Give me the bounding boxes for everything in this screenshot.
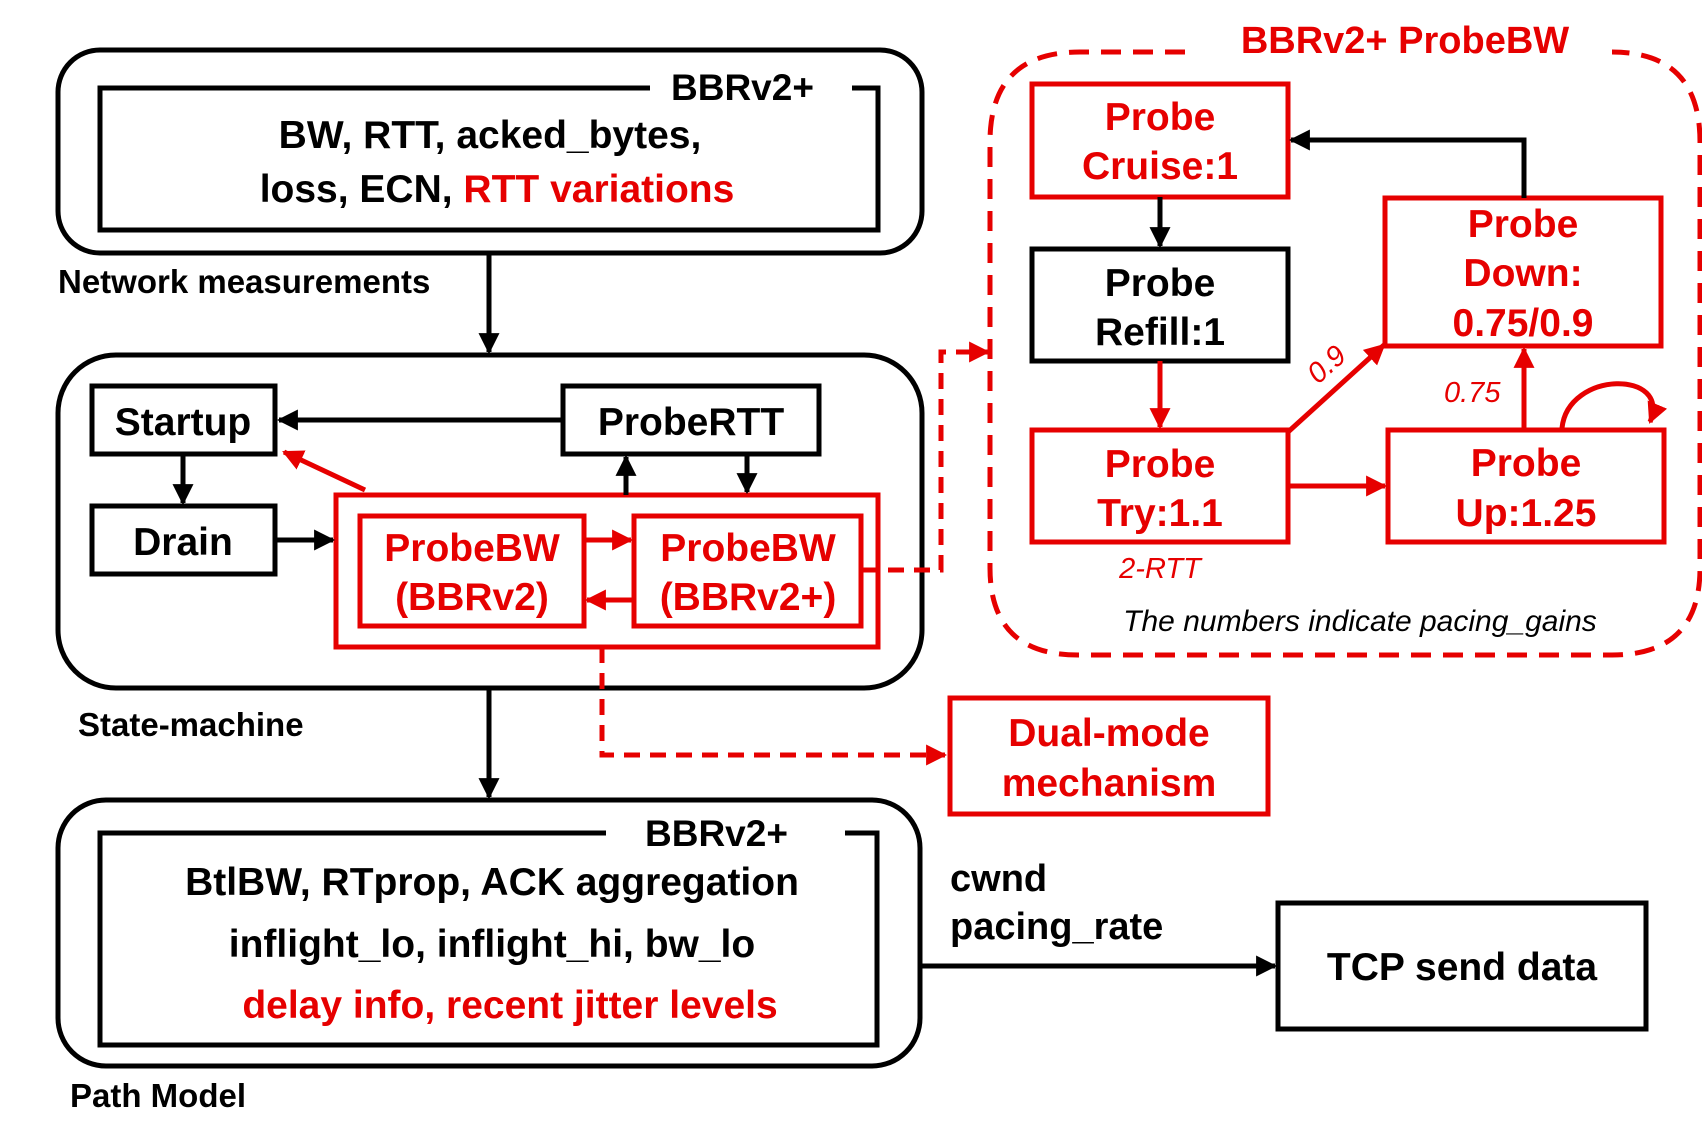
- arrow-up-self-loop: [1559, 381, 1668, 429]
- tcp-send-data-box: [1275, 900, 1649, 1032]
- state-machine-group: Startup Drain ProbeRTT ProbeBW (BBRv2) P…: [55, 352, 925, 743]
- network-measurements-group: BBRv2+ BW, RTT, acked_bytes, loss, ECN, …: [55, 47, 925, 300]
- probe-try-line2: Try:1.1: [1097, 492, 1223, 535]
- probebw-bbrv2plus-line2: (BBRv2+): [660, 576, 837, 619]
- path-model-line3: delay info, recent jitter levels: [242, 984, 777, 1027]
- dual-mode-box: [947, 695, 1271, 817]
- dual-mode-line2: mechanism: [1002, 762, 1217, 805]
- probe-cruise-line2: Cruise:1: [1082, 145, 1238, 188]
- path-model-inner-box: [97, 830, 880, 1048]
- drain-label: Drain: [133, 521, 233, 564]
- probebw-bbrv2-line1: ProbeBW: [384, 527, 560, 570]
- state-machine-caption: State-machine: [78, 706, 304, 743]
- probe-down-line1: Probe: [1468, 203, 1579, 246]
- probe-refill-line2: Refill:1: [1095, 311, 1225, 354]
- arrow-down-to-cruise: [1288, 129, 1527, 198]
- probe-cruise-line1: Probe: [1105, 96, 1216, 139]
- probe-up-line2: Up:1.25: [1456, 492, 1597, 535]
- probe-down-line2: Down:: [1463, 252, 1582, 295]
- arrow-try-to-down: [1286, 343, 1386, 434]
- probebw-panel-title: BBRv2+ ProbeBW: [1241, 20, 1569, 62]
- dual-mode-line1: Dual-mode: [1008, 712, 1210, 755]
- probebw-panel-dashed-border: [987, 49, 1702, 658]
- network-line2: loss, ECN, RTT variations: [260, 168, 735, 211]
- arrow-probebw-to-startup: [282, 449, 367, 493]
- tcp-send-data-label: TCP send data: [1327, 946, 1597, 989]
- pacing-rate-label: pacing_rate: [950, 906, 1163, 948]
- path-model-group: BBRv2+ BtlBW, RTprop, ACK aggregation in…: [55, 797, 923, 1114]
- probebw-bbrv2plus-box: [631, 513, 864, 629]
- probertt-label: ProbeRTT: [598, 401, 785, 444]
- network-caption: Network measurements: [58, 263, 430, 300]
- network-tag: BBRv2+: [671, 67, 814, 108]
- probe-down-line3: 0.75/0.9: [1453, 302, 1594, 345]
- label-0-75: 0.75: [1444, 377, 1501, 409]
- pacing-gains-note: The numbers indicate pacing_gains: [1123, 605, 1597, 638]
- path-model-caption: Path Model: [70, 1077, 246, 1114]
- path-model-outer-box: [55, 797, 923, 1069]
- path-model-line2: inflight_lo, inflight_hi, bw_lo: [229, 923, 755, 966]
- network-line1: BW, RTT, acked_bytes,: [279, 114, 702, 157]
- probebw-bbrv2-box: [357, 513, 587, 629]
- dashed-link-to-probebw-panel: [862, 341, 991, 573]
- probebw-detail-panel: BBRv2+ ProbeBW Probe Cruise:1 Probe Refi…: [987, 20, 1702, 658]
- cwnd-label: cwnd: [950, 858, 1047, 900]
- probe-try-line1: Probe: [1105, 443, 1216, 486]
- path-model-tag: BBRv2+: [645, 813, 788, 854]
- probebw-bbrv2-line2: (BBRv2): [395, 576, 549, 619]
- probebw-bbrv2plus-line1: ProbeBW: [660, 527, 836, 570]
- dashed-link-to-dual-mode: [599, 647, 948, 766]
- probe-refill-line1: Probe: [1105, 262, 1216, 305]
- startup-label: Startup: [115, 401, 252, 444]
- path-model-line1: BtlBW, RTprop, ACK aggregation: [185, 861, 799, 904]
- network-inner-box: [97, 85, 881, 233]
- label-2-rtt: 2-RTT: [1118, 553, 1203, 585]
- probe-up-line1: Probe: [1471, 442, 1582, 485]
